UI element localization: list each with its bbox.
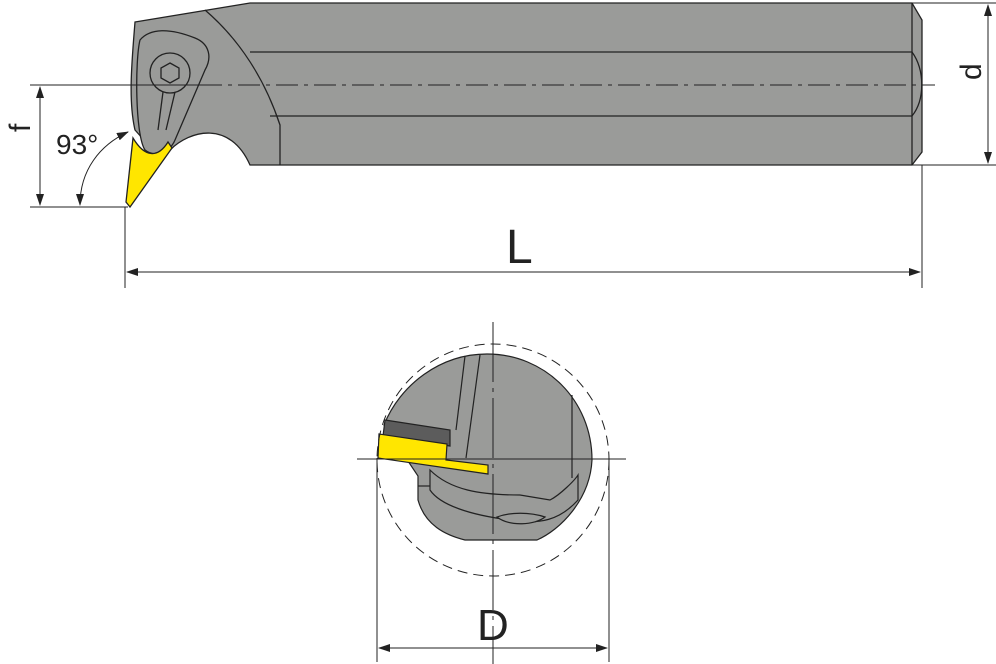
insert-end <box>377 433 489 475</box>
end-view-axes <box>357 322 626 664</box>
label-D: D <box>477 601 509 650</box>
label-d: d <box>955 63 988 80</box>
label-angle: 93° <box>56 129 98 160</box>
toolholder-side-view <box>130 2 923 166</box>
dimension-angle <box>76 131 129 206</box>
label-L: L <box>506 221 533 274</box>
label-f: f <box>4 123 37 132</box>
insert-side <box>125 136 173 209</box>
shim-end <box>382 419 451 447</box>
toolholder-end-view <box>383 353 593 541</box>
dimensions <box>30 2 996 288</box>
